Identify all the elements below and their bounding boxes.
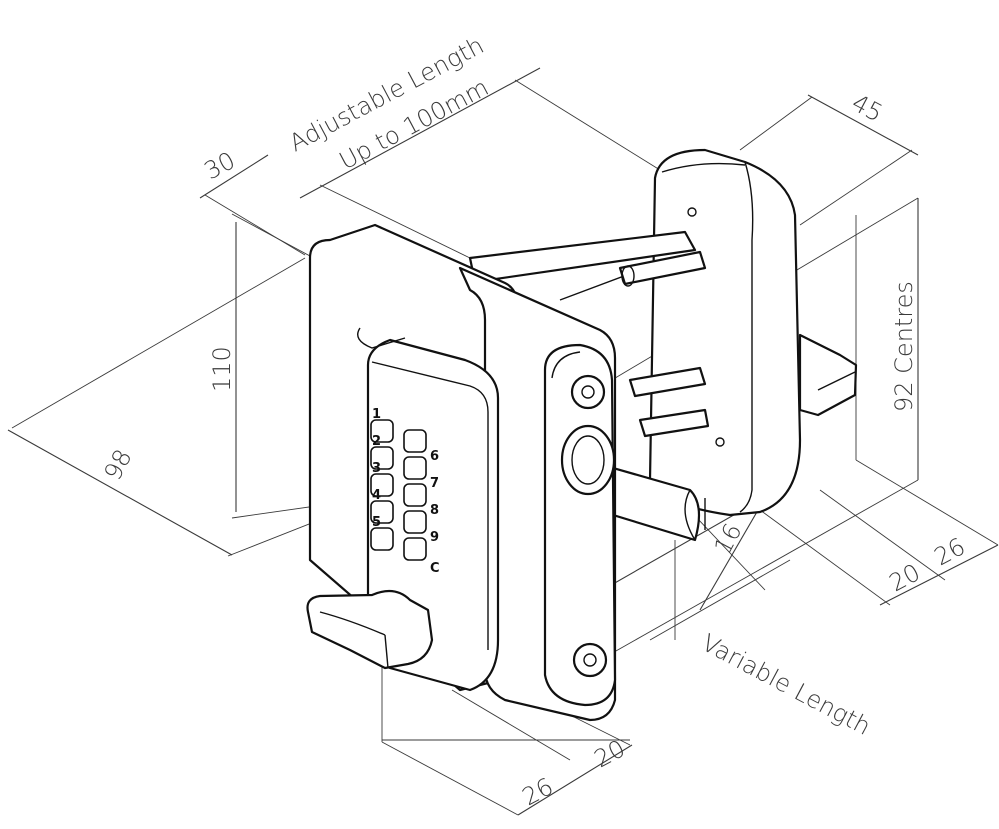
key-label-9: 9	[430, 530, 439, 545]
key-label-c: C	[430, 561, 440, 576]
key-1[interactable]	[370, 419, 394, 443]
keypad: 1 2 3 4 5 6 7 8 9 C	[370, 407, 440, 576]
key-label-3: 3	[372, 461, 381, 476]
key-2[interactable]	[370, 446, 394, 470]
dim-30-label: 30	[200, 146, 240, 185]
variable-length-label: Variable Length	[697, 629, 875, 741]
dim-26-right-label: 26	[930, 532, 970, 571]
key-label-5: 5	[372, 515, 381, 530]
dim-20-right-label: 20	[885, 558, 925, 597]
key-label-7: 7	[430, 476, 439, 491]
front-lock-body	[308, 223, 617, 722]
key-label-4: 4	[372, 488, 381, 503]
key-label-8: 8	[430, 503, 439, 518]
dim-26-bottom-label: 26	[518, 772, 558, 811]
key-8[interactable]	[403, 483, 427, 507]
key-9[interactable]	[403, 510, 427, 534]
key-5[interactable]	[370, 527, 394, 551]
rear-lock-body	[648, 148, 858, 517]
key-4[interactable]	[370, 500, 394, 524]
key-6[interactable]	[403, 429, 427, 453]
dim-45-label: 45	[847, 89, 887, 128]
key-label-6: 6	[430, 449, 439, 464]
dim-110-label: 110	[208, 346, 236, 392]
dim-98-label: 98	[99, 445, 138, 485]
key-7[interactable]	[403, 456, 427, 480]
thumb-turn-lever	[306, 589, 434, 670]
dim-92-centres-label: 92 Centres	[890, 281, 918, 412]
dim-16-label: 16	[709, 519, 748, 559]
key-3[interactable]	[370, 473, 394, 497]
key-label-1: 1	[372, 407, 381, 422]
key-label-2: 2	[372, 434, 381, 449]
key-c[interactable]	[403, 537, 427, 561]
